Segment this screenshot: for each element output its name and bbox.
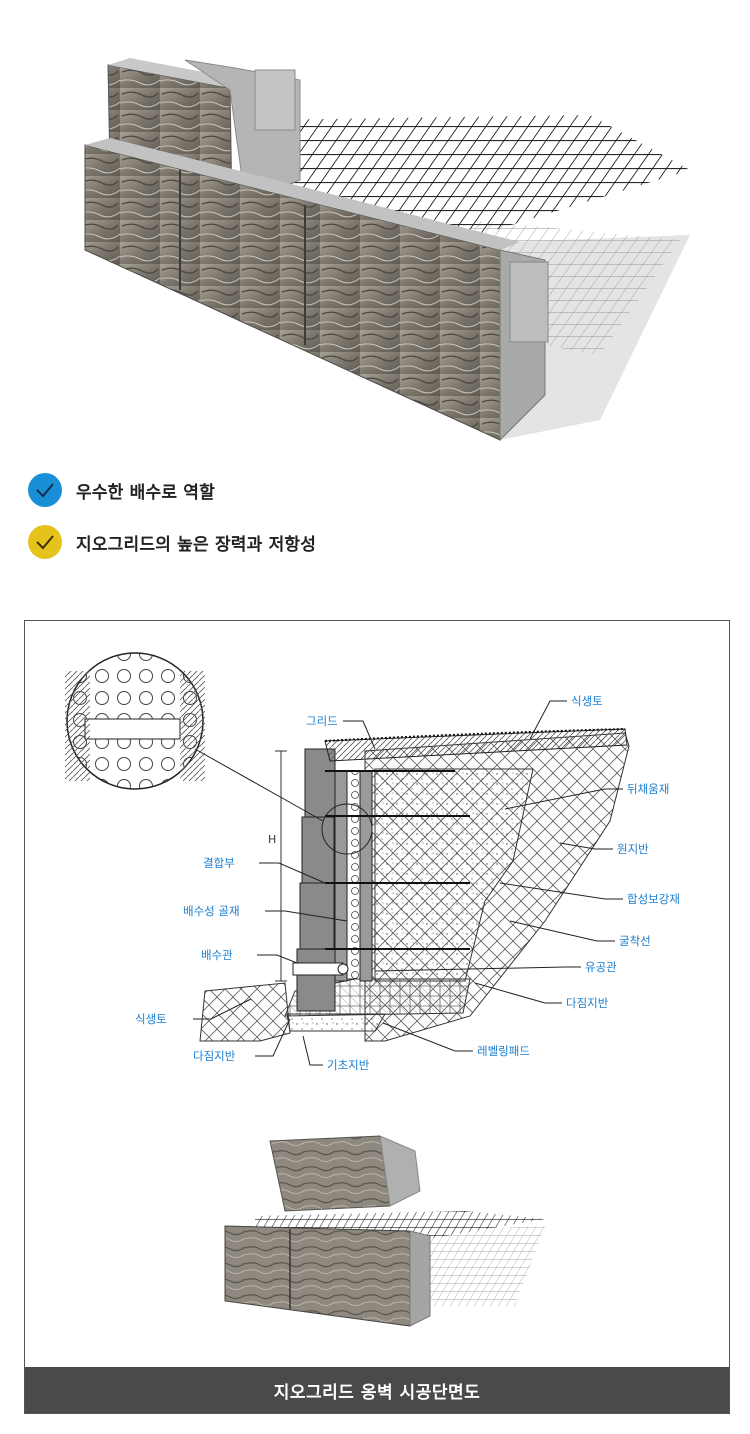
callout-foundation: 기초지반 bbox=[327, 1058, 370, 1072]
callout-backfill: 뒤채움재 bbox=[627, 782, 669, 796]
check-circle-icon bbox=[28, 473, 62, 507]
feature-drainage: 우수한 배수로 역할 bbox=[28, 472, 215, 508]
cross-section-diagram: H 그리드 식생토 뒤채움재 원지반 bbox=[65, 652, 680, 1072]
feature-label: 지오그리드의 높은 장력과 저항성 bbox=[76, 534, 317, 555]
callout-excavation-line: 굴착선 bbox=[619, 934, 651, 948]
feature-label: 우수한 배수로 역할 bbox=[76, 482, 215, 503]
callout-perforated-pipe: 유공관 bbox=[585, 960, 617, 974]
callout-coupling: 결합부 bbox=[203, 856, 235, 870]
block-grid-illustration bbox=[224, 1135, 545, 1327]
callout-drain-aggregate: 배수성 골재 bbox=[183, 904, 240, 918]
height-marker-label: H bbox=[268, 833, 276, 846]
callout-compacted-right: 다짐지반 bbox=[566, 996, 609, 1010]
cross-section-panel: H 그리드 식생토 뒤채움재 원지반 bbox=[24, 620, 730, 1414]
hero-retaining-wall-illustration bbox=[84, 58, 690, 442]
callout-topsoil-left: 식생토 bbox=[135, 1012, 167, 1026]
footer-title-bar: 지오그리드 옹벽 시공단면도 bbox=[25, 1367, 729, 1413]
callout-leveling-pad: 레벨링패드 bbox=[477, 1044, 530, 1058]
callout-compacted-left: 다짐지반 bbox=[193, 1049, 236, 1063]
footer-title: 지오그리드 옹벽 시공단면도 bbox=[273, 1382, 481, 1403]
callout-native-ground: 원지반 bbox=[617, 842, 649, 856]
callout-reinforcement: 합성보강재 bbox=[627, 892, 680, 906]
check-circle-icon bbox=[28, 525, 62, 559]
callout-grid: 그리드 bbox=[306, 714, 338, 728]
callout-topsoil-top: 식생토 bbox=[571, 694, 603, 708]
feature-tensile-strength: 지오그리드의 높은 장력과 저항성 bbox=[28, 524, 316, 560]
callout-drain-pipe: 배수관 bbox=[201, 948, 233, 962]
